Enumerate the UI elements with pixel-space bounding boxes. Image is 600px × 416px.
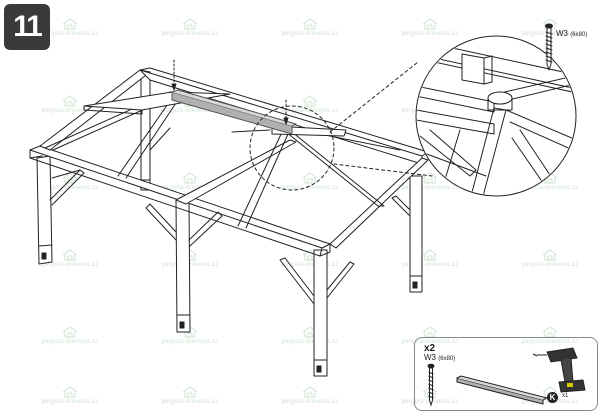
watermark-logo: pergola-drevena.cz [150,172,230,191]
watermark-text: pergola-drevena.cz [161,108,219,114]
parts-screw-label: W3 (6x80) [424,353,455,362]
house-icon [302,95,318,107]
house-icon [302,18,318,30]
house-icon [302,172,318,184]
right-beam [329,157,429,249]
watermark-text: pergola-drevena.cz [161,31,219,37]
watermark-logo: pergola-drevena.cz [30,95,110,114]
watermark-text: pergola-drevena.cz [401,185,459,191]
watermark-text: pergola-drevena.cz [281,339,339,345]
parts-quantity: x2 [424,343,436,354]
watermark-text: pergola-drevena.cz [281,31,339,37]
watermark-text: pergola-drevena.cz [281,262,339,268]
watermark-logo: pergola-drevena.cz [150,18,230,37]
detail-screw-label: W3 (6x80) [556,29,587,38]
watermark-text: pergola-drevena.cz [281,108,339,114]
drill-icon [532,347,586,393]
watermark-text: pergola-drevena.cz [161,399,219,405]
watermark-text: pergola-drevena.cz [401,31,459,37]
house-icon [182,172,198,184]
house-icon [62,386,78,398]
ridge-beam-highlight [171,89,297,135]
parts-screw-size: (6x80) [438,356,456,362]
step-number-badge: 11 [4,4,50,50]
house-icon [182,18,198,30]
watermark-text: pergola-drevena.cz [281,185,339,191]
watermark-text: pergola-drevena.cz [161,339,219,345]
house-icon [542,249,558,261]
watermark-text: pergola-drevena.cz [41,185,99,191]
watermark-text: pergola-drevena.cz [401,339,459,345]
house-icon [422,18,438,30]
watermark-logo: pergola-drevena.cz [270,172,350,191]
house-icon [422,172,438,184]
parts-illustrations [427,347,586,407]
watermark-text: pergola-drevena.cz [521,262,579,268]
tool-k-badge: K [547,392,558,403]
watermark-text: pergola-drevena.cz [41,108,99,114]
tool-quantity: x1 [562,393,569,399]
screw-arrows [171,83,289,125]
detail-screw-icon [545,23,553,71]
watermark-logo: pergola-drevena.cz [30,249,110,268]
watermark-logo: pergola-drevena.cz [270,95,350,114]
watermark-text: pergola-drevena.cz [281,399,339,405]
front-right-post [313,249,328,377]
house-icon [62,326,78,338]
watermark-logo: pergola-drevena.cz [270,386,350,405]
watermark-text: pergola-drevena.cz [401,262,459,268]
house-icon [62,18,78,30]
detail-screw-code: W3 [556,29,568,38]
watermark-logo: pergola-drevena.cz [390,172,470,191]
middle-cross-beam [175,139,297,205]
ridge-beam-part-icon [456,375,549,405]
watermark-text: pergola-drevena.cz [41,399,99,405]
watermark-logo: pergola-drevena.cz [30,326,110,345]
watermark-text: pergola-drevena.cz [521,185,579,191]
house-icon [422,249,438,261]
watermark-logo: pergola-drevena.cz [30,18,110,37]
watermark-text: pergola-drevena.cz [41,31,99,37]
watermark-logo: pergola-drevena.cz [390,249,470,268]
parts-box: x2 W3 (6x80) [414,337,598,411]
detail-screw-size: (6x80) [570,32,588,38]
house-icon [62,95,78,107]
corner-braces [49,127,411,305]
back-beam [139,67,429,165]
watermark-text: pergola-drevena.cz [521,339,579,345]
watermark-logo: pergola-drevena.cz [390,18,470,37]
detail-callout [249,61,433,191]
watermark-logo: pergola-drevena.cz [270,18,350,37]
watermark-text: pergola-drevena.cz [161,185,219,191]
back-right-post [409,175,423,293]
watermark-logo: pergola-drevena.cz [30,386,110,405]
parts-screw-code: W3 [424,353,436,362]
screw-icon [427,363,435,407]
house-icon [62,249,78,261]
watermark-text: pergola-drevena.cz [41,339,99,345]
detail-zoom [415,35,577,197]
watermark-logo: pergola-drevena.cz [150,386,230,405]
front-middle-post [175,199,191,333]
watermark-text: pergola-drevena.cz [41,262,99,268]
watermark-logo: pergola-drevena.cz [510,249,590,268]
house-icon [302,386,318,398]
front-left-post [36,155,53,265]
left-beam [29,69,151,159]
house-icon [182,386,198,398]
